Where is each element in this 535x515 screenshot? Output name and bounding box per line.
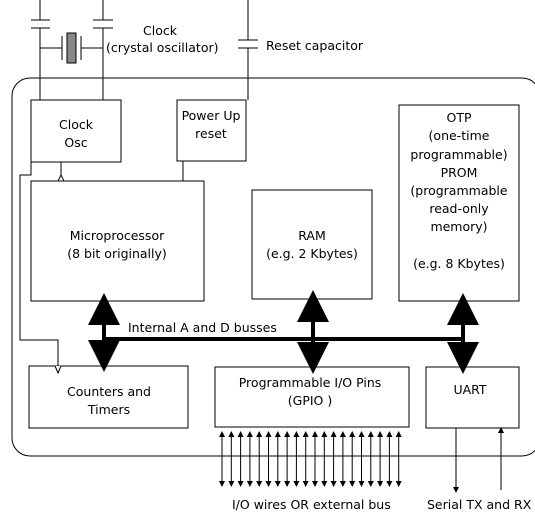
gpio-label-2: (GPIO ) <box>288 393 332 408</box>
gpio-label-1: Programmable I/O Pins <box>239 375 382 390</box>
otp-prom-box <box>398 104 520 302</box>
ram-label-1: RAM <box>298 228 326 243</box>
ram-box <box>251 189 373 300</box>
otp-line: (e.g. 8 Kbytes) <box>413 256 505 271</box>
otp-line: OTP <box>446 110 471 125</box>
otp-line: memory) <box>430 219 487 234</box>
clock-osc-box <box>30 99 122 163</box>
otp-line: programmable) <box>410 147 507 162</box>
uart-box <box>425 366 520 429</box>
otp-line: (programmable <box>410 183 507 198</box>
counters-label-2: Timers <box>87 402 130 417</box>
counters-label-1: Counters and <box>67 384 151 399</box>
ram-label-2: (e.g. 2 Kbytes) <box>266 246 358 261</box>
otp-label-group: OTP (one-time programmable) PROM (progra… <box>410 110 507 271</box>
label-clock: Clock <box>143 23 178 38</box>
otp-line: PROM <box>441 165 478 180</box>
crystal-circuit <box>31 0 258 100</box>
internal-bus <box>88 290 479 374</box>
gpio-pin-arrows <box>219 431 402 487</box>
clock-input-marker <box>54 365 62 375</box>
clock-osc-label-1: Clock <box>59 117 94 132</box>
uart-label: UART <box>453 382 486 397</box>
power-up-label-1: Power Up <box>182 108 241 123</box>
label-reset-capacitor: Reset capacitor <box>266 38 364 53</box>
microprocessor-label-2: (8 bit originally) <box>67 246 167 261</box>
clock-osc-label-2: Osc <box>64 135 87 150</box>
serial-lines <box>453 427 504 493</box>
microprocessor-label-1: Microprocessor <box>70 228 165 243</box>
microprocessor-box <box>30 180 205 302</box>
label-crystal-oscillator: (crystal oscillator) <box>106 40 218 55</box>
gpio-box <box>214 366 410 428</box>
power-up-reset-box <box>176 99 247 162</box>
power-up-label-2: reset <box>195 126 227 141</box>
serial-label: Serial TX and RX <box>427 497 532 512</box>
otp-line: (one-time <box>429 128 490 143</box>
otp-line: read-only <box>429 201 489 216</box>
io-wires-label: I/O wires OR external bus <box>232 497 391 512</box>
bus-label: Internal A and D busses <box>128 320 277 335</box>
